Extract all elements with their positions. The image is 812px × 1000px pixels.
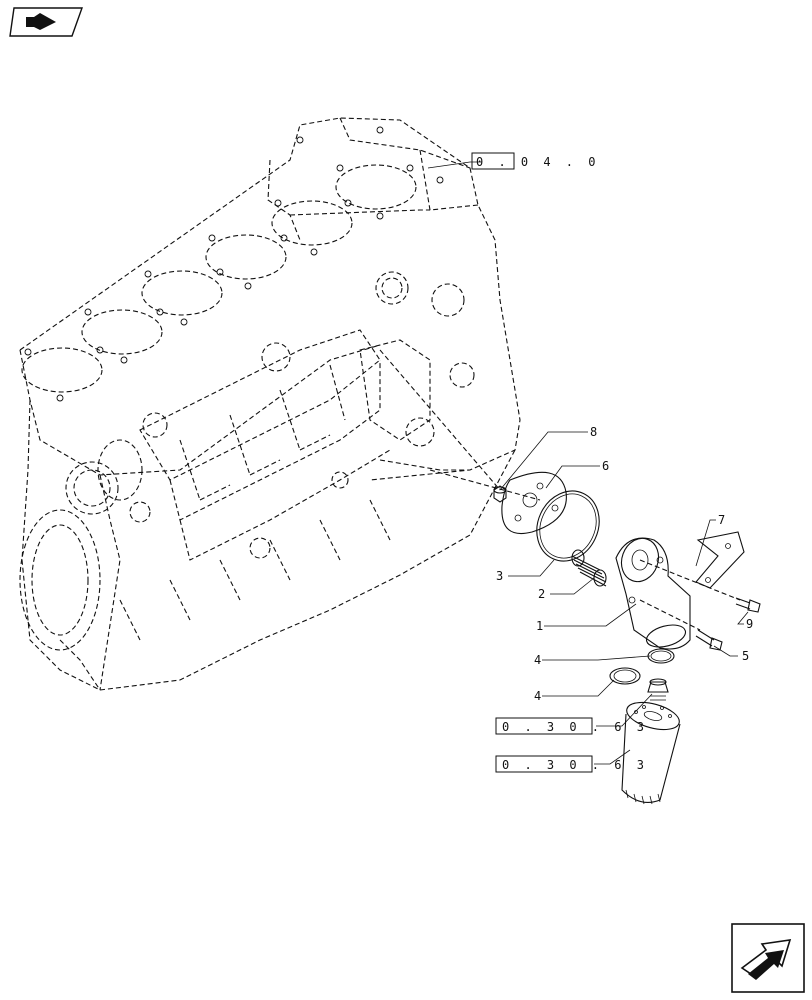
reference-middle[interactable]: 0 . 3 0 . 6 3 bbox=[495, 717, 648, 735]
callout-8: 8 bbox=[590, 425, 597, 439]
bolt-part-9 bbox=[735, 597, 761, 613]
threaded-nipple-part bbox=[647, 678, 669, 701]
reference-top[interactable]: 0 . 0 4 . 0 bbox=[471, 152, 599, 170]
callout-6: 6 bbox=[602, 459, 609, 473]
bolt-part-5 bbox=[695, 629, 723, 651]
reference-lower[interactable]: 0 . 3 0 . 6 3 bbox=[495, 755, 648, 773]
callout-1: 1 bbox=[536, 619, 543, 633]
callout-3: 3 bbox=[496, 569, 503, 583]
reference-code: 0 . 3 0 . 6 3 bbox=[502, 720, 648, 734]
reference-code: 0 . 0 4 . 0 bbox=[476, 155, 599, 169]
reference-code: 0 . 3 0 . 6 3 bbox=[502, 758, 648, 772]
seal-ring-lower-inner bbox=[613, 669, 637, 683]
book-navigation-icon[interactable] bbox=[9, 7, 83, 37]
callout-5: 5 bbox=[742, 649, 749, 663]
bracket-part bbox=[695, 531, 745, 589]
spring-part bbox=[571, 549, 607, 587]
engine-block bbox=[19, 117, 521, 691]
oil-cooler-housing-part bbox=[615, 537, 691, 650]
assembly-guide-line bbox=[429, 469, 541, 501]
o-ring-inner bbox=[539, 493, 597, 559]
callout-2: 2 bbox=[538, 587, 545, 601]
callout-7: 7 bbox=[718, 513, 725, 527]
oil-filter-part bbox=[621, 701, 681, 805]
assembly-guide-line bbox=[639, 599, 701, 631]
seal-ring-lower bbox=[609, 667, 641, 685]
leader-lines bbox=[427, 161, 749, 765]
gasket-plate-part bbox=[501, 471, 567, 534]
callout-9: 9 bbox=[746, 617, 753, 631]
callout-4-upper: 4 bbox=[534, 653, 541, 667]
assembly-guide-line bbox=[639, 559, 741, 601]
o-ring-part bbox=[536, 490, 600, 562]
callout-4-lower: 4 bbox=[534, 689, 541, 703]
next-page-arrow-icon[interactable] bbox=[731, 923, 805, 993]
seal-ring-upper-inner bbox=[650, 650, 672, 662]
assembly-guide-line bbox=[379, 349, 501, 491]
plug-part bbox=[493, 485, 507, 503]
